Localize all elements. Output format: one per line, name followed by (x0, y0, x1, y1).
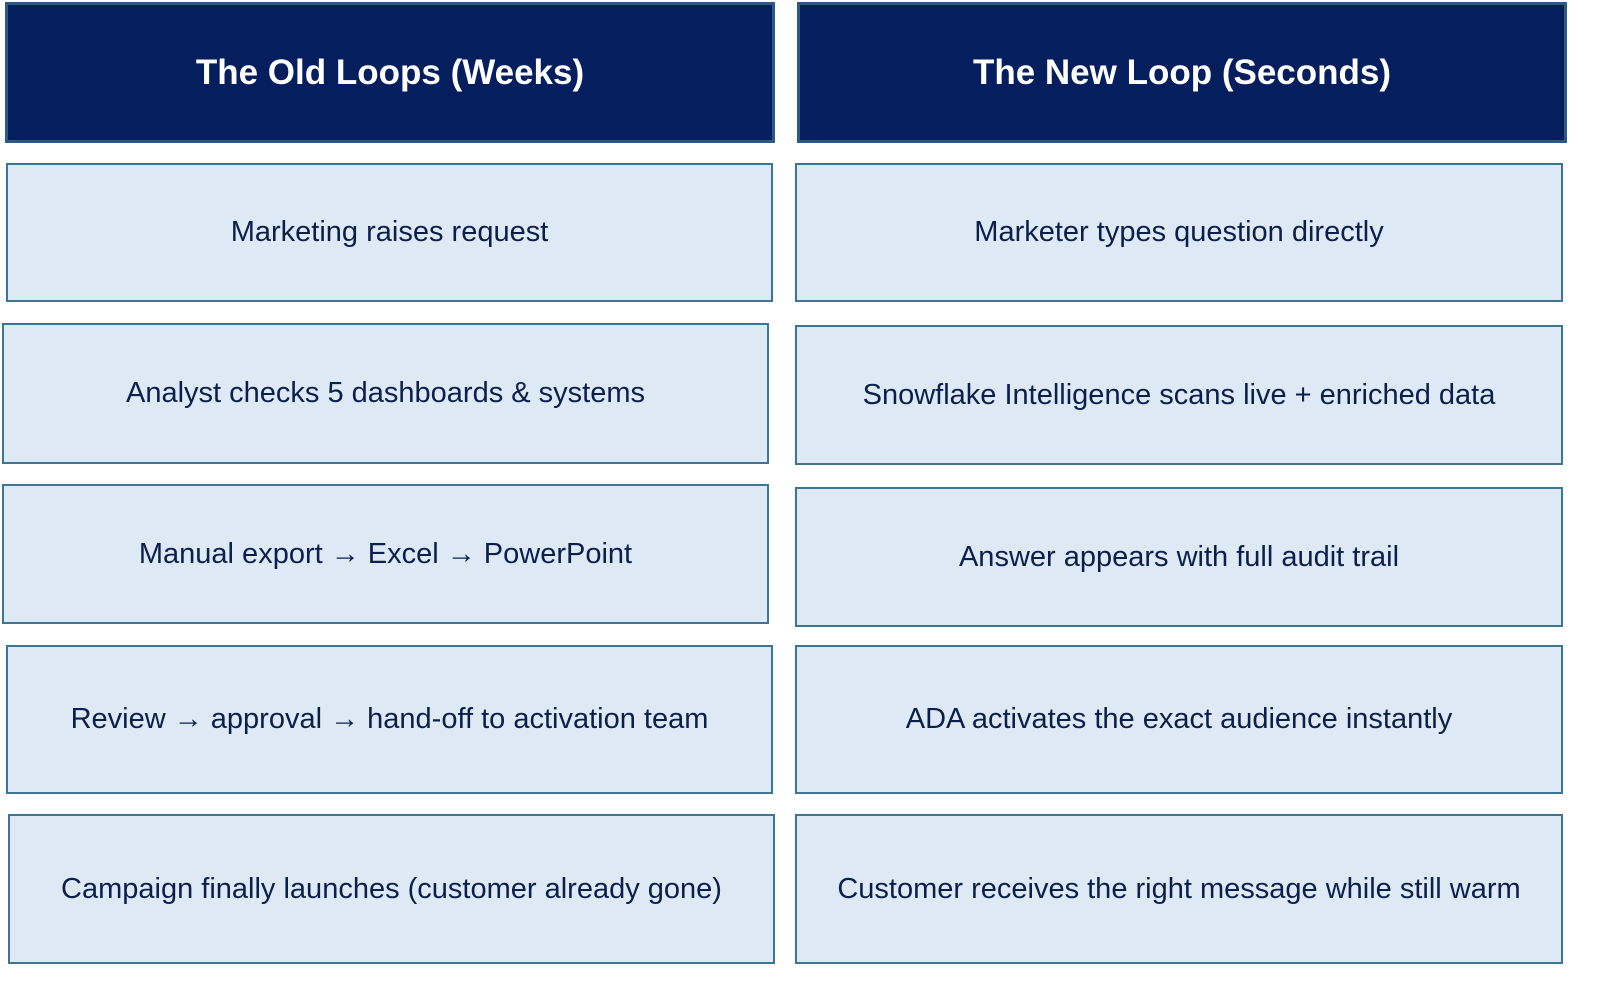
new-loop-step-1: Marketer types question directly (795, 163, 1563, 302)
new-loop-step-3: Answer appears with full audit trail (795, 487, 1563, 627)
new-loop-title: The New Loop (Seconds) (972, 52, 1392, 92)
old-loop-step-3: Manual export → Excel → PowerPoint (2, 484, 769, 624)
new-loop-step-2: Snowflake Intelligence scans live + enri… (795, 325, 1563, 465)
new-loop-step-4: ADA activates the exact audience instant… (795, 645, 1563, 794)
old-loop-step-4: Review → approval → hand-off to activati… (6, 645, 773, 794)
old-loop-step-label: Review → approval → hand-off to activati… (70, 703, 709, 735)
new-loop-step-5: Customer receives the right message whil… (795, 814, 1563, 964)
old-loop-header: The Old Loops (Weeks) (5, 2, 775, 143)
old-loop-step-label: Analyst checks 5 dashboards & systems (125, 377, 645, 409)
new-loop-step-label: Marketer types question directly (974, 216, 1384, 248)
old-loop-step-label: Manual export → Excel → PowerPoint (138, 537, 633, 570)
old-loop-step-1: Marketing raises request (6, 163, 773, 302)
old-loop-step-label: Marketing raises request (230, 216, 549, 248)
new-loop-step-label: Customer receives the right message whil… (837, 872, 1521, 905)
old-loop-step-2: Analyst checks 5 dashboards & systems (2, 323, 769, 464)
new-loop-header: The New Loop (Seconds) (797, 2, 1567, 143)
new-loop-step-label: Answer appears with full audit trail (958, 540, 1400, 573)
new-loop-step-label: ADA activates the exact audience instant… (905, 703, 1453, 735)
old-loop-title: The Old Loops (Weeks) (195, 52, 585, 92)
old-loop-step-5: Campaign finally launches (customer alre… (8, 814, 775, 964)
old-loop-step-label: Campaign finally launches (customer alre… (61, 872, 722, 905)
new-loop-step-label: Snowflake Intelligence scans live + enri… (862, 378, 1496, 411)
